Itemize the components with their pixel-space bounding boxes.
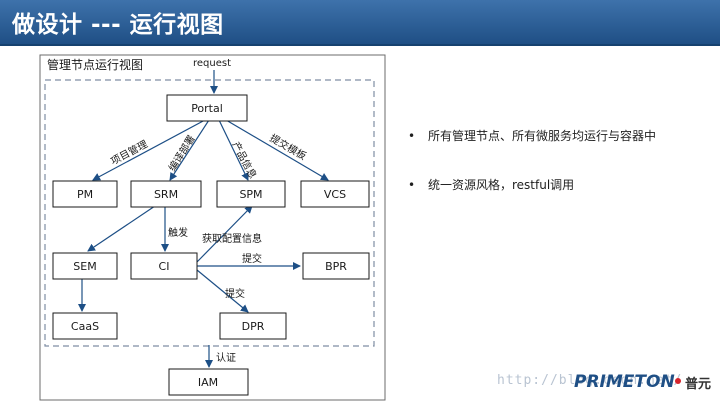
edge-portal-pm	[92, 119, 206, 181]
edge-label-submit-template: 提交模板	[268, 131, 309, 162]
frame-label: 管理节点运行视图	[47, 57, 143, 72]
node-portal-label: Portal	[191, 102, 223, 115]
bullet-item: • 统一资源风格，restful调用	[408, 177, 713, 194]
node-spm-label: SPM	[239, 188, 262, 201]
bullet-marker: •	[408, 177, 416, 192]
edge-portal-spm	[218, 119, 249, 181]
slide-title: 做设计 --- 运行视图	[12, 12, 224, 38]
edge-ci-dpr	[196, 269, 249, 313]
edge-portal-srm	[169, 119, 210, 181]
node-sem-label: SEM	[73, 260, 96, 273]
edge-label-trigger: 触发	[168, 226, 188, 239]
node-iam-label: IAM	[198, 376, 218, 389]
node-caas: CaaS	[52, 312, 118, 340]
node-ci-label: CI	[159, 260, 170, 273]
node-caas-label: CaaS	[71, 320, 99, 333]
bullet-marker: •	[408, 129, 416, 143]
node-iam: IAM	[168, 368, 249, 396]
edge-label-get-config: 获取配置信息	[202, 232, 262, 245]
logo-dot-icon	[675, 378, 681, 384]
node-bpr: BPR	[302, 252, 370, 280]
edge-label-submit-bpr: 提交	[242, 252, 262, 265]
logo-wordmark: PRIMETON	[574, 372, 675, 392]
edge-portal-vcs	[225, 119, 329, 181]
node-dpr-label: DPR	[242, 320, 265, 333]
edge-label-auth: 认证	[216, 351, 236, 364]
edge-srm-sem	[87, 205, 156, 252]
edge-label-request: request	[193, 58, 231, 69]
node-srm-label: SRM	[154, 188, 178, 201]
node-pm: PM	[52, 180, 118, 208]
bullet-item: • 所有管理节点、所有微服务均运行与容器中	[408, 128, 713, 145]
node-sem: SEM	[52, 252, 118, 280]
node-srm: SRM	[130, 180, 202, 208]
title-bar: 做设计 --- 运行视图	[0, 0, 720, 46]
edge-label-product-info: 产品信息	[229, 139, 259, 180]
bullet-text: 统一资源风格，restful调用	[428, 177, 575, 192]
watermark: http://blog.csdn.net/	[497, 373, 683, 388]
bullet-list: • 所有管理节点、所有微服务均运行与容器中 • 统一资源风格，restful调用	[408, 128, 713, 226]
logo-cn-name: 普元	[685, 377, 712, 392]
node-ci: CI	[130, 252, 198, 280]
primeton-logo: PRIMETON 普元	[574, 368, 712, 396]
outer-frame	[39, 54, 386, 401]
node-pm-label: PM	[77, 188, 93, 201]
node-portal: Portal	[166, 94, 248, 122]
node-vcs-label: VCS	[324, 188, 346, 201]
node-bpr-label: BPR	[325, 260, 347, 273]
edge-label-submit-dpr: 提交	[225, 287, 245, 300]
node-dpr: DPR	[219, 312, 287, 340]
management-node-boundary	[44, 79, 375, 347]
node-spm: SPM	[216, 180, 286, 208]
bullet-text: 所有管理节点、所有微服务均运行与容器中	[428, 129, 657, 143]
node-vcs: VCS	[300, 180, 370, 208]
edge-ci-spm	[196, 205, 253, 263]
